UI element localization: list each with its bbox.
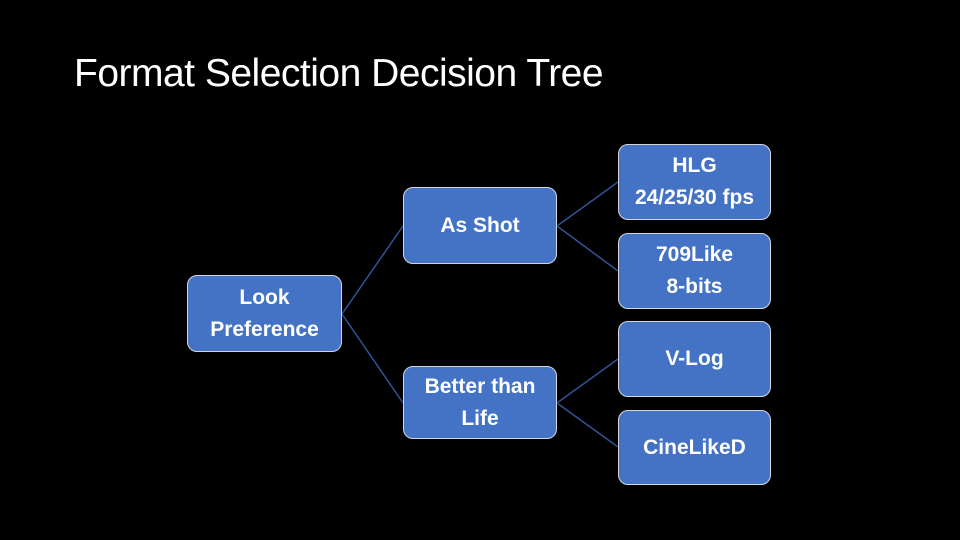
node-label-line: 24/25/30 fps	[634, 186, 755, 209]
connector-better-than-life-to-v-log	[556, 358, 619, 404]
node-label-line: HLG	[672, 154, 717, 177]
node-better-than-life: Better than Life	[403, 366, 557, 439]
node-label-line: 8-bits	[666, 275, 723, 298]
node-hlg: HLG 24/25/30 fps	[618, 144, 771, 220]
node-label-line: 709Like	[655, 243, 734, 266]
node-label-line: Better than	[424, 374, 536, 398]
connector-as-shot-to-709like	[556, 225, 619, 272]
connector-better-than-life-to-cineliked	[556, 402, 619, 448]
connector-root-to-as-shot	[341, 225, 404, 315]
node-label-line: Life	[461, 406, 499, 430]
node-label-line: Look	[239, 285, 290, 309]
connector-root-to-better-than-life	[341, 313, 404, 404]
node-look-preference: Look Preference	[187, 275, 342, 352]
node-v-log: V-Log	[618, 321, 771, 397]
node-label-line: As Shot	[440, 213, 520, 237]
connector-as-shot-to-hlg	[556, 181, 619, 227]
node-label-line: Preference	[210, 317, 319, 341]
slide-title: Format Selection Decision Tree	[74, 52, 604, 95]
node-cineliked: CineLikeD	[618, 410, 771, 485]
node-as-shot: As Shot	[403, 187, 557, 264]
node-709like: 709Like 8-bits	[618, 233, 771, 309]
node-label-line: CineLikeD	[643, 435, 746, 459]
node-label-line: V-Log	[665, 347, 724, 370]
